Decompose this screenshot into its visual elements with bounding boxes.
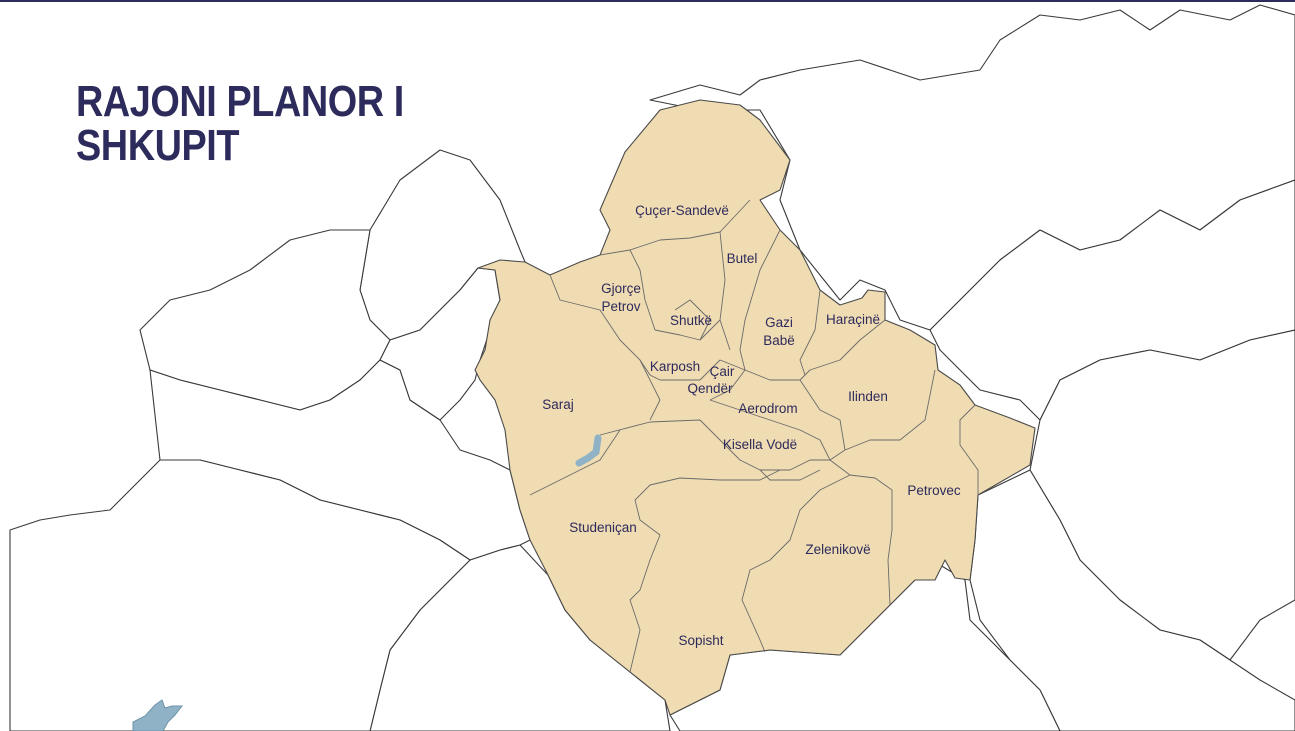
- label-sopisht: Sopisht: [678, 633, 724, 648]
- reservoir-water: [575, 434, 602, 467]
- neighbor-far-west: [9, 459, 471, 731]
- label-saraj: Saraj: [542, 397, 574, 412]
- label-butel: Butel: [726, 251, 758, 266]
- boundary-20: [741, 474, 851, 653]
- boundary-1: [599, 199, 751, 256]
- boundary-3: [739, 229, 781, 371]
- neighbor-municipalities: [9, 4, 1295, 731]
- label-shutke: Shutkë: [669, 313, 713, 328]
- municipality-boundaries: [529, 199, 979, 673]
- map-title-line-2: SHKUPIT: [76, 121, 240, 170]
- label-studenican: Studeniçan: [569, 520, 637, 535]
- boundary-5: [654, 319, 721, 341]
- label-karposh: Karposh: [649, 359, 701, 374]
- boundary-16: [599, 419, 830, 471]
- boundary-9: [639, 359, 661, 421]
- label-gjorce-petrov: Gjorçe Petrov: [601, 281, 641, 314]
- label-zelenikove: Zelenikovë: [805, 542, 871, 557]
- boundary-10: [799, 319, 886, 381]
- label-cair: Çair: [709, 364, 735, 379]
- label-qender: Qendër: [687, 381, 733, 396]
- label-petrovec: Petrovec: [907, 483, 961, 498]
- label-ilinden: Ilinden: [848, 389, 888, 404]
- boundary-7: [629, 249, 656, 331]
- boundary-11: [799, 289, 821, 376]
- label-haracine: Haraçinë: [825, 312, 881, 327]
- boundary-4: [549, 274, 661, 381]
- boundary-6: [674, 299, 711, 341]
- boundary-8: [660, 359, 800, 381]
- boundary-15: [709, 369, 746, 401]
- boundary-18: [759, 469, 821, 481]
- label-kisella-vode: Kisella Vodë: [722, 437, 798, 452]
- label-aerodrom: Aerodrom: [738, 401, 798, 416]
- boundary-12: [799, 379, 846, 451]
- map-title-line-1: RAJONI PLANOR I: [76, 77, 404, 126]
- label-cucer-sandeve: Çuçer-Sandevë: [635, 203, 729, 218]
- boundary-2: [719, 231, 731, 351]
- map-title: RAJONI PLANOR I SHKUPIT: [76, 80, 404, 168]
- boundary-22: [959, 404, 979, 495]
- boundary-17: [529, 429, 621, 496]
- lake-water: [132, 699, 184, 731]
- top-border: [0, 0, 1295, 2]
- boundary-21: [629, 469, 781, 673]
- boundary-13: [844, 369, 936, 451]
- label-gazi-babe: Gazi Babë: [763, 315, 795, 348]
